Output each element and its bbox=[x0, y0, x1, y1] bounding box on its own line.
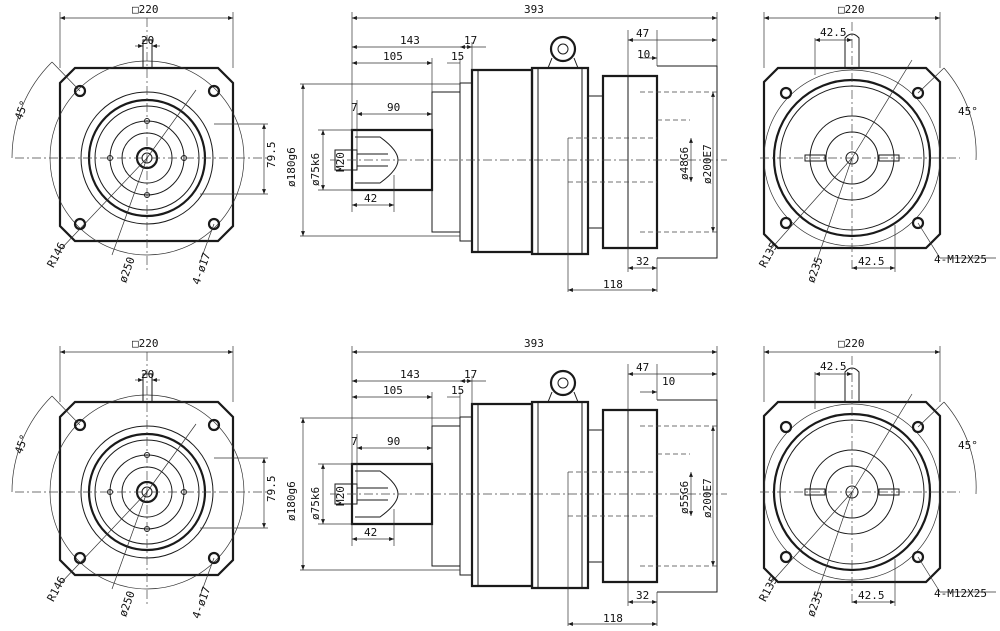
dim-length-32: 32 bbox=[636, 589, 649, 602]
dim-length-42: 42 bbox=[364, 192, 377, 205]
dim-length-90: 90 bbox=[387, 435, 400, 448]
dim-overall-length: 393 bbox=[524, 337, 544, 350]
dim-flange-diameter: ø200E7 bbox=[701, 144, 714, 184]
dim-square: □220 bbox=[838, 337, 865, 350]
dim-length-15: 15 bbox=[451, 50, 464, 63]
dim-overall-length: 393 bbox=[524, 3, 544, 16]
dim-length-105: 105 bbox=[383, 50, 403, 63]
dim-angle: 45° bbox=[12, 99, 31, 122]
dim-length-143: 143 bbox=[400, 368, 420, 381]
dim-square: □220 bbox=[838, 3, 865, 16]
drawing-set-top: □220 20 45° 79.5 R146 ø250 4-ø17 393 143… bbox=[12, 3, 996, 292]
dim-radius: R146 bbox=[45, 574, 69, 604]
dim-input-bore: ø55G6 bbox=[678, 481, 691, 514]
dim-length-143: 143 bbox=[400, 34, 420, 47]
dim-angle: 45° bbox=[958, 439, 978, 452]
dim-offset-bottom: 42.5 bbox=[858, 255, 885, 268]
rear-view: □220 42.5 45° R135 ø235 42.5 4-M12X25 bbox=[757, 3, 996, 285]
dim-radius: R146 bbox=[45, 240, 69, 270]
dim-offset: 79.5 bbox=[265, 142, 278, 169]
dim-pcd: ø235 bbox=[804, 255, 825, 284]
dim-length-118: 118 bbox=[603, 612, 623, 625]
dim-length-105: 105 bbox=[383, 384, 403, 397]
dim-shaft-diameter: ø75k6 bbox=[309, 153, 322, 186]
dim-thread: M20 bbox=[334, 486, 347, 506]
dim-thread: M20 bbox=[334, 152, 347, 172]
dim-length-17: 17 bbox=[464, 34, 477, 47]
dim-length-47: 47 bbox=[636, 361, 649, 374]
dim-length-47: 47 bbox=[636, 27, 649, 40]
dim-offset: 79.5 bbox=[265, 476, 278, 503]
dim-flange-diameter: ø200E7 bbox=[701, 478, 714, 518]
dim-radius: R135 bbox=[757, 574, 781, 604]
dim-key-width: 20 bbox=[141, 368, 154, 381]
dim-key-width: 20 bbox=[141, 34, 154, 47]
dim-offset-top: 42.5 bbox=[820, 26, 847, 39]
dim-radius: R135 bbox=[757, 240, 781, 270]
dim-angle: 45° bbox=[958, 105, 978, 118]
dim-length-10: 10 bbox=[637, 48, 650, 61]
dim-square: □220 bbox=[132, 337, 159, 350]
dim-length-42: 42 bbox=[364, 526, 377, 539]
dim-length-17: 17 bbox=[464, 368, 477, 381]
front-view: □220 20 45° 79.5 R146 ø250 4-ø17 bbox=[12, 3, 278, 286]
side-view: 393 143 105 17 15 47 10 7 90 42 32 118 ø… bbox=[285, 3, 727, 292]
dim-spigot-diameter: ø180g6 bbox=[285, 481, 298, 521]
dim-square: □220 bbox=[132, 3, 159, 16]
dim-length-118: 118 bbox=[603, 278, 623, 291]
dim-length-7: 7 bbox=[351, 101, 358, 114]
dim-length-32: 32 bbox=[636, 255, 649, 268]
dim-length-15: 15 bbox=[451, 384, 464, 397]
front-view: □220 20 45° 79.5 R146 ø250 4-ø17 bbox=[12, 337, 278, 620]
dim-length-7: 7 bbox=[351, 435, 358, 448]
dim-pcd: ø250 bbox=[116, 589, 137, 618]
dim-length-10: 10 bbox=[662, 375, 675, 388]
dim-shaft-diameter: ø75k6 bbox=[309, 487, 322, 520]
dim-pcd: ø235 bbox=[804, 589, 825, 618]
dim-spigot-diameter: ø180g6 bbox=[285, 147, 298, 187]
dim-length-90: 90 bbox=[387, 101, 400, 114]
drawing-set-bottom: □220 20 45° 79.5 R146 ø250 4-ø17 393 143… bbox=[12, 337, 996, 626]
dim-offset-top: 42.5 bbox=[820, 360, 847, 373]
dim-angle: 45° bbox=[12, 433, 31, 456]
dim-threads: 4-M12X25 bbox=[934, 587, 987, 600]
rear-view: □220 42.5 45° R135 ø235 42.5 4-M12X25 bbox=[757, 337, 996, 619]
dim-offset-bottom: 42.5 bbox=[858, 589, 885, 602]
dim-threads: 4-M12X25 bbox=[934, 253, 987, 266]
dim-holes: 4-ø17 bbox=[190, 251, 214, 287]
dim-pcd: ø250 bbox=[116, 255, 137, 284]
side-view: 393 143 105 17 15 47 10 7 90 42 32 118 ø… bbox=[285, 337, 727, 626]
dim-input-bore: ø48G6 bbox=[678, 147, 691, 180]
dim-holes: 4-ø17 bbox=[190, 585, 214, 621]
